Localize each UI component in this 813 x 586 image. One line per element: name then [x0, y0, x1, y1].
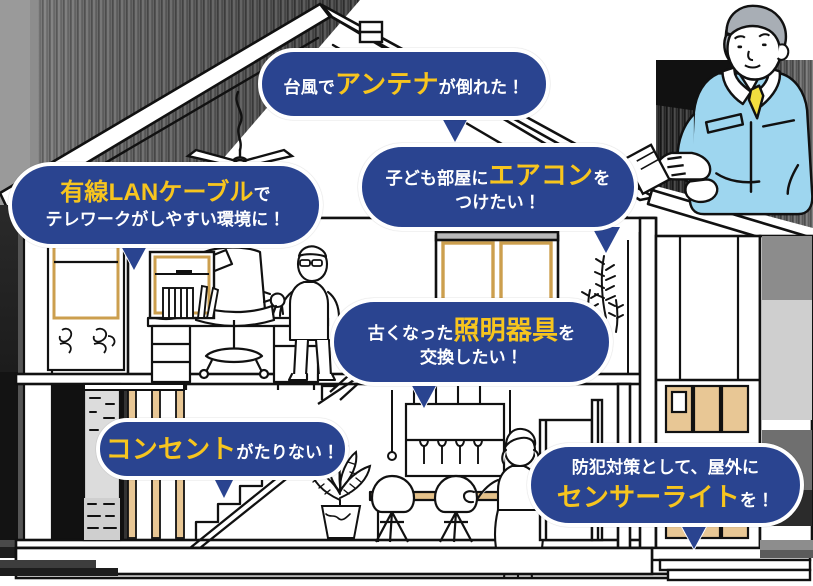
- bubble-outlet[interactable]: コンセントがたりない！: [96, 418, 349, 480]
- bubble-antenna-text-2: が倒れた！: [438, 77, 525, 97]
- bubble-outlet-text-1: がたりない！: [236, 442, 340, 462]
- foundation: [14, 546, 654, 576]
- bubble-antenna-text-1: 台風で: [283, 77, 336, 97]
- bubble-lan-cable[interactable]: 有線LANケーブルで テレワークがしやすい環境に！: [8, 162, 323, 248]
- bubble-light-text-1: 古くなった: [367, 323, 454, 343]
- bubble-sensor-text-1: 防犯対策として、屋外に: [571, 457, 760, 477]
- bubble-lan-text-2: テレワークがしやすい環境に！: [45, 210, 286, 230]
- books: [162, 284, 220, 319]
- bubble-sensor-tail: [680, 523, 708, 549]
- roof-eave-detail: [358, 20, 384, 44]
- bubble-lan-highlight: 有線LANケーブル: [60, 178, 254, 206]
- bubble-outlet-tail: [213, 476, 235, 498]
- bubble-sensor-light[interactable]: 防犯対策として、屋外に センサーライトを！: [527, 443, 804, 527]
- bubble-lan-tail: [120, 244, 148, 270]
- bubble-aircon-text-3: つけたい！: [455, 193, 541, 213]
- bubble-lan-text-1: で: [253, 184, 271, 204]
- bubble-lighting-tail: [410, 382, 438, 408]
- bubble-antenna-highlight: アンテナ: [335, 68, 439, 99]
- ground-shadow: [0, 540, 813, 576]
- bubble-outlet-highlight: コンセント: [105, 433, 237, 464]
- bubble-aircon-text-2: を: [593, 168, 611, 188]
- window-exterior-left: [46, 238, 126, 372]
- standing-man: [262, 245, 341, 382]
- bubble-aircon[interactable]: 子ども部屋にエアコンを つけたい！: [358, 143, 638, 231]
- bubble-light-highlight: 照明器具: [453, 314, 559, 345]
- bubble-sensor-highlight: センサーライト: [556, 481, 740, 512]
- bubble-antenna-tail: [441, 116, 469, 142]
- bubble-antenna[interactable]: 台風でアンテナが倒れた！: [258, 48, 550, 120]
- bubble-sensor-text-2: を！: [739, 490, 775, 510]
- bubble-aircon-highlight: エアコン: [488, 159, 594, 190]
- bubble-light-text-2: を: [558, 323, 576, 343]
- bubble-aircon-text-1: 子ども部屋に: [385, 168, 489, 188]
- bubble-lighting-fixture[interactable]: 古くなった照明器具を 交換したい！: [330, 298, 613, 386]
- bubble-aircon-tail: [592, 227, 620, 253]
- potted-palm: [308, 445, 372, 539]
- wall-frame: [404, 402, 506, 478]
- bubble-light-text-3: 交換したい！: [420, 348, 523, 368]
